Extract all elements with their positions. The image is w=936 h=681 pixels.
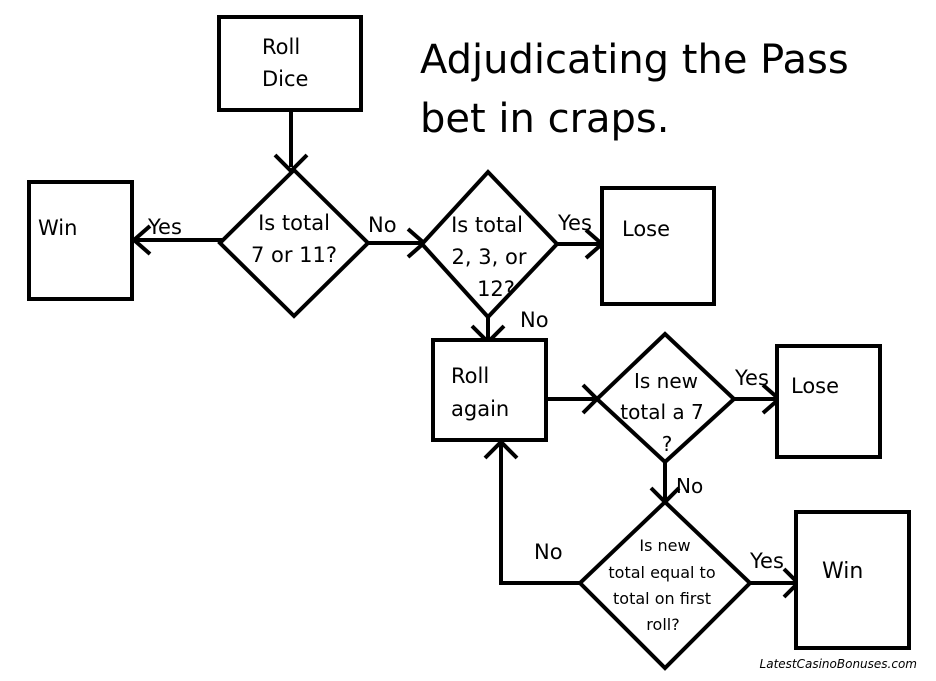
decision-new-7 [594,331,737,465]
lose1-label: Lose [622,217,670,241]
edge-label-yes-lose1: Yes [557,211,592,235]
node-roll-dice [217,15,363,112]
edge-label-yes-lose2: Yes [734,366,769,390]
decision3-line-2: total a 7 [620,400,703,424]
node-lose-1 [600,186,716,306]
decision2-line-2: 2, 3, or [452,245,527,269]
decision-equal-first [577,499,753,671]
edge-label-no-decision4: No [676,474,703,498]
edge-label-no-loop: No [534,540,563,564]
decision4-line-3: total on first [613,589,711,608]
title-line-1: Adjudicating the Pass [420,37,849,83]
decision2-line-1: Is total [451,213,523,237]
edge-label-yes-win2: Yes [749,549,784,573]
lose2-label: Lose [791,374,839,398]
win2-label: Win [822,559,863,584]
edge-label-no-rollagain: No [520,308,549,332]
decision4-line-1: Is new [639,536,690,555]
win1-label: Win [38,216,77,240]
decision-2-3-12 [419,169,560,320]
edge-label-no-decision2: No [368,213,397,237]
title-line-2: bet in craps. [420,96,669,142]
node-roll-again [431,338,548,442]
roll-again-line-2: again [451,397,509,421]
node-lose-2 [775,344,882,459]
roll-dice-line-2: Dice [262,67,308,91]
decision3-line-1: Is new [634,369,698,393]
edge-label-yes-win1: Yes [147,215,182,239]
decision2-line-3: 12? [477,277,515,301]
node-win-1 [27,180,134,301]
decision4-line-2: total equal to [608,563,715,582]
roll-again-line-1: Roll [451,364,489,388]
decision1-line-1: Is total [258,211,330,235]
edge-decision4-loop-back [499,440,582,585]
decision1-line-2: 7 or 11? [251,243,337,267]
roll-dice-line-1: Roll [262,35,300,59]
decision-7-or-11 [217,167,371,319]
node-win-2 [794,510,911,650]
watermark: LatestCasinoBonuses.com [760,657,917,671]
decision3-line-3: ? [662,432,673,456]
decision4-line-4: roll? [646,615,679,634]
